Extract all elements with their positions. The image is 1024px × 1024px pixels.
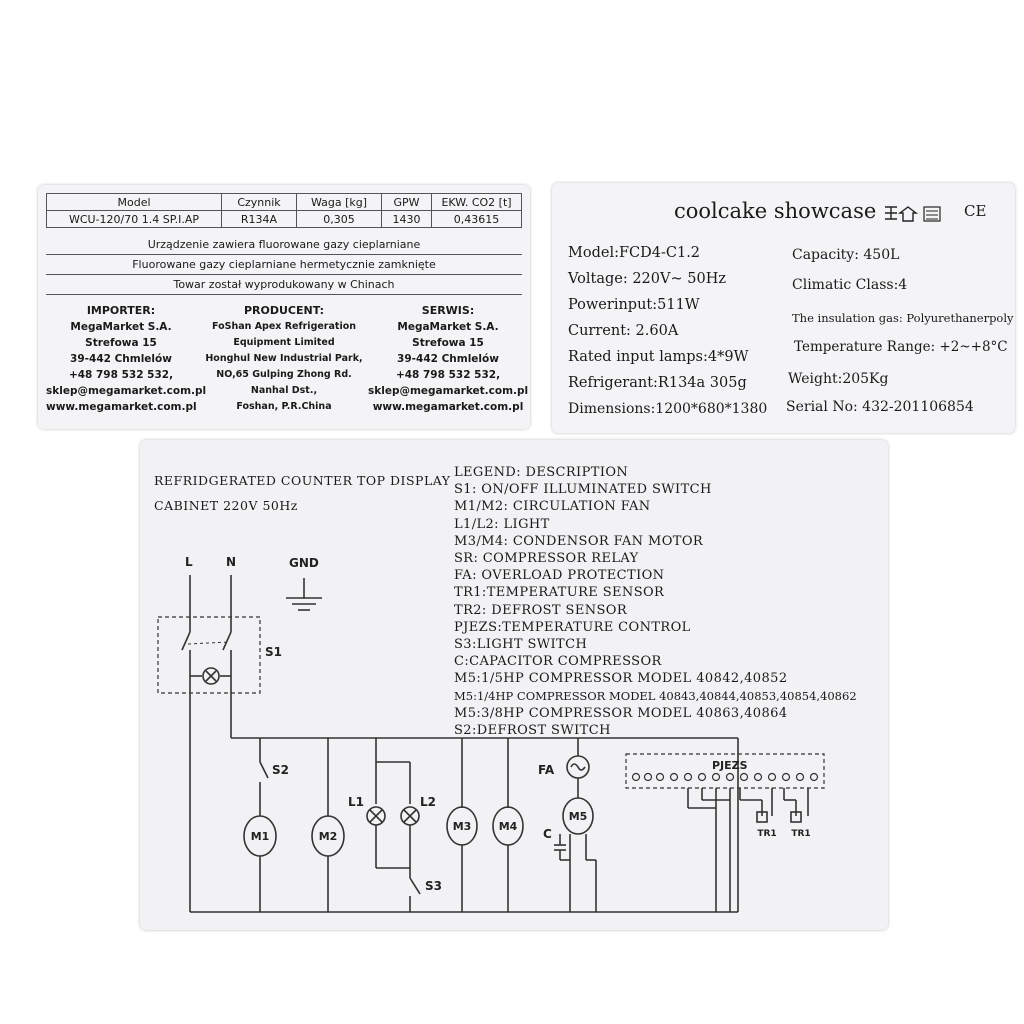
legend-list: LEGEND: DESCRIPTION S1: ON/OFF ILLUMINAT… [454, 464, 857, 739]
spec-power-input: Powerinput:511W [568, 297, 700, 313]
diagram-label-FA: FA [538, 763, 555, 777]
brand-title: coolcake showcase [674, 199, 877, 223]
importer-line: MegaMarket S.A. [70, 321, 172, 333]
importer-label: Model Czynnik Waga [kg] GPW EKW. CO2 [t]… [38, 185, 530, 429]
producer-line: Equipment Limited [233, 337, 335, 348]
legend-item: S3:LIGHT SWITCH [454, 637, 588, 653]
importer-line: Strefowa 15 [85, 337, 157, 349]
legend-item: C:CAPACITOR COMPRESSOR [454, 654, 662, 670]
legend-item: S1: ON/OFF ILLUMINATED SWITCH [454, 482, 712, 498]
diagram-title-line: REFRIDGERATED COUNTER TOP DISPLAY [154, 473, 451, 488]
service-line: 39-442 Chmlelów [397, 353, 499, 365]
legend-item: FA: OVERLOAD PROTECTION [454, 568, 665, 584]
gas-notice-line: Fluorowane gazy cieplarniane hermetyczni… [46, 255, 522, 275]
importer-line: +48 798 532 532, [68, 369, 174, 381]
diagram-label-C: C [543, 827, 552, 841]
spec-weight: Weight:205Kg [788, 371, 889, 387]
diagram-label-S1: S1 [265, 645, 282, 659]
spec-lamps: Rated input lamps:4*9W [568, 349, 749, 365]
spec-serial: Serial No: 432-201106854 [786, 399, 974, 415]
legend-item: TR1:TEMPERATURE SENSOR [454, 585, 665, 601]
ce-mark: CE [964, 202, 987, 220]
table-header: Model [46, 193, 222, 211]
gas-notice-line: Urządzenie zawiera fluorowane gazy ciepl… [46, 235, 522, 255]
producer-line: Foshan, P.R.China [236, 401, 332, 412]
legend-item: LEGEND: DESCRIPTION [454, 465, 629, 480]
service-line: MegaMarket S.A. [397, 321, 499, 333]
service-heading: SERWIS: [421, 304, 475, 317]
spec-temperature-range: Temperature Range: +2~+8°C [794, 339, 1008, 355]
service-line: sklep@megamarket.com.pl [368, 385, 529, 397]
legend-item: M5:1/5HP COMPRESSOR MODEL 40842,40852 [454, 671, 788, 687]
diagram-label-L2: L2 [420, 795, 436, 809]
table-cell: 0,43615 [431, 210, 522, 228]
certification-marks-icon [885, 206, 941, 222]
service-block: SERWIS: MegaMarket S.A. Strefowa 15 39-4… [368, 303, 528, 415]
producer-line: FoShan Apex Refrigeration [211, 321, 356, 332]
importer-line: sklep@megamarket.com.pl [46, 385, 207, 397]
legend-item: M3/M4: CONDENSOR FAN MOTOR [454, 533, 704, 549]
diagram-label-M2: M2 [319, 830, 338, 843]
table-header: Waga [kg] [296, 193, 382, 211]
spec-current: Current: 2.60A [568, 323, 679, 339]
spec-refrigerant: Refrigerant:R134a 305g [568, 375, 747, 391]
table-header: EKW. CO2 [t] [431, 193, 522, 211]
table-cell: 1430 [381, 210, 432, 228]
importer-line: www.megamarket.com.pl [46, 401, 197, 413]
service-line: www.megamarket.com.pl [372, 401, 524, 413]
diagram-label-L: L [185, 555, 193, 569]
table-cell: R134A [221, 210, 297, 228]
importer-block: IMPORTER: MegaMarket S.A. Strefowa 15 39… [46, 303, 207, 415]
spec-dimensions: Dimensions:1200*680*1380 [568, 401, 768, 417]
table-cell: 0,305 [296, 210, 382, 228]
wiring-diagram: L N GND S1 S2 S3 L1 L2 FA C PJEZS M1 M2 … [157, 555, 825, 913]
table-header: GPW [381, 193, 432, 211]
producer-line: Honghul New Industrial Park, [205, 353, 363, 364]
spec-model: Model:FCD4-C1.2 [568, 245, 701, 261]
producer-line: Nanhal Dst., [250, 385, 318, 396]
producer-line: NO,65 Gulping Zhong Rd. [216, 369, 352, 380]
diagram-title-line: CABINET 220V 50Hz [154, 498, 298, 513]
legend-item: SR: COMPRESSOR RELAY [454, 551, 639, 567]
diagram-label-TR2: TR1 [791, 829, 810, 839]
spec-climatic-class: Climatic Class:4 [792, 277, 908, 293]
legend-item: TR2: DEFROST SENSOR [454, 602, 628, 618]
legend-item: S2:DEFROST SWITCH [454, 723, 611, 739]
diagram-label-L1: L1 [348, 795, 364, 809]
spec-capacity: Capacity: 450L [792, 247, 900, 263]
wiring-diagram-label: REFRIDGERATED COUNTER TOP DISPLAY CABINE… [140, 440, 888, 930]
diagram-label-S3: S3 [425, 879, 442, 893]
diagram-label-N: N [226, 555, 236, 569]
service-line: +48 798 532 532, [395, 369, 501, 381]
diagram-label-PJEZS: PJEZS [712, 759, 748, 772]
legend-item: M1/M2: CIRCULATION FAN [454, 499, 651, 515]
producer-block: PRODUCENT: FoShan Apex Refrigeration Equ… [198, 303, 370, 415]
legend-item: M5:3/8HP COMPRESSOR MODEL 40863,40864 [454, 705, 788, 721]
diagram-label-S2: S2 [272, 763, 289, 777]
origin-line: Towar został wyprodukowany w Chinach [46, 275, 522, 295]
diagram-label-GND: GND [289, 556, 319, 570]
diagram-title: REFRIDGERATED COUNTER TOP DISPLAY CABINE… [154, 468, 451, 518]
table-header-row: Model Czynnik Waga [kg] GPW EKW. CO2 [t] [46, 193, 522, 211]
refrigerant-table: Model Czynnik Waga [kg] GPW EKW. CO2 [t]… [46, 193, 522, 228]
table-header: Czynnik [221, 193, 297, 211]
legend-item: M5:1/4HP COMPRESSOR MODEL 40843,40844,40… [454, 688, 857, 703]
table-cell: WCU-120/70 1.4 SP.I.AP [46, 210, 222, 228]
diagram-label-M4: M4 [499, 820, 518, 833]
rating-plate-label: coolcake showcase CE Model:FCD4-C1.2 Vol… [552, 183, 1015, 433]
spec-insulation-gas: The insulation gas: Polyurethanerpoly [792, 311, 1014, 325]
diagram-label-M1: M1 [251, 830, 270, 843]
spec-voltage: Voltage: 220V~ 50Hz [568, 271, 726, 287]
importer-heading: IMPORTER: [86, 304, 156, 317]
table-row: WCU-120/70 1.4 SP.I.AP R134A 0,305 1430 … [46, 210, 522, 228]
diagram-label-M5: M5 [569, 810, 588, 823]
service-line: Strefowa 15 [412, 337, 484, 349]
diagram-label-M3: M3 [453, 820, 472, 833]
legend-item: L1/L2: LIGHT [454, 516, 550, 532]
diagram-label-TR1: TR1 [757, 829, 776, 839]
producer-heading: PRODUCENT: [243, 304, 325, 317]
importer-line: 39-442 Chmlelów [70, 353, 172, 365]
legend-item: PJEZS:TEMPERATURE CONTROL [454, 619, 691, 635]
